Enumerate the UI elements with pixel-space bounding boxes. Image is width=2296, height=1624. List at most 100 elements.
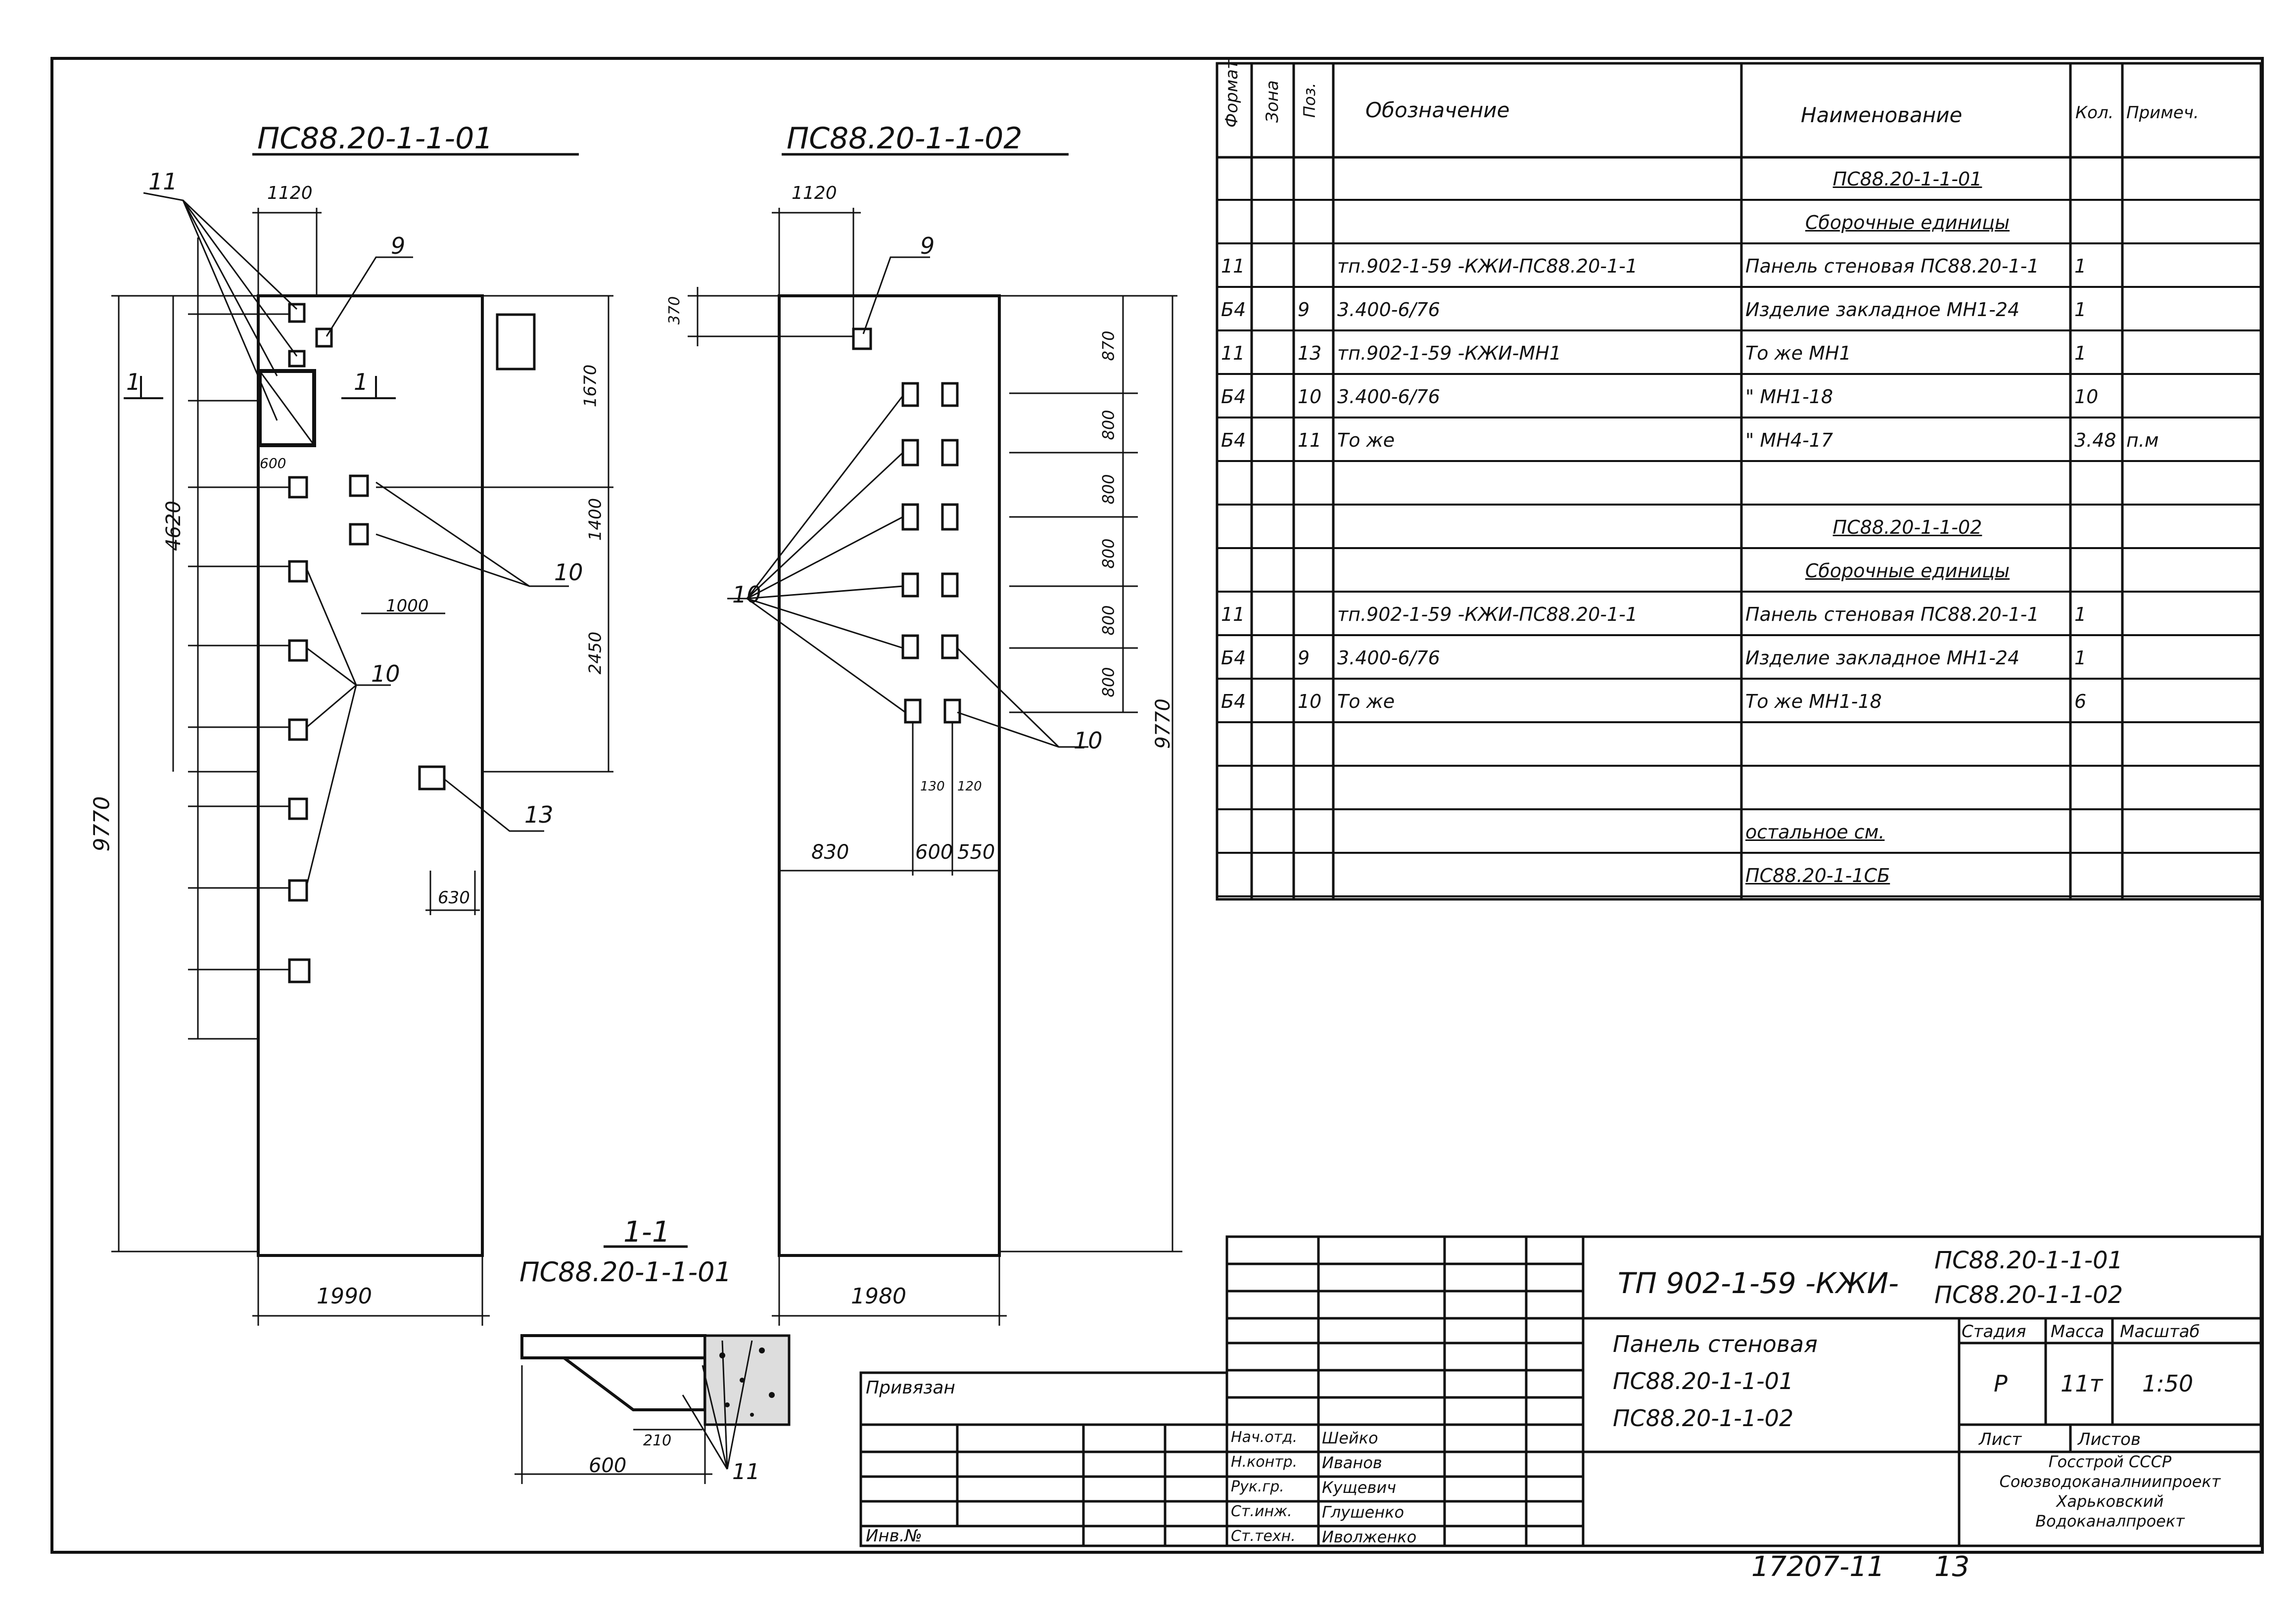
- view2-dim-120: 120: [957, 779, 982, 794]
- view2-dim-550: 550: [957, 841, 995, 864]
- title-block-doc-code-2: ПС88.20-1-1-02: [1934, 1281, 2123, 1309]
- signature-role: Ст.инж.: [1231, 1503, 1292, 1520]
- spec-row: Сборочные единицы: [1217, 201, 2261, 244]
- spec-header-name: Наименование: [1801, 103, 1963, 127]
- view-1: ПС88.20-1-1-01: [111, 121, 613, 1326]
- privyazan-label: Привязан: [866, 1378, 955, 1398]
- view2-callout-9: 9: [920, 232, 935, 259]
- signature-role: Нач.отд.: [1231, 1429, 1298, 1446]
- footer-page: 13: [1934, 1551, 1970, 1583]
- section-callout: 11: [732, 1459, 760, 1485]
- view2-dim-800c: 800: [1099, 538, 1118, 569]
- spec-cell-pos: 9: [1298, 647, 1310, 669]
- spec-cell-pos: 9: [1298, 299, 1310, 321]
- spec-cell-code: 3.400-6/76: [1337, 299, 1440, 321]
- spec-cell-name: То же МН1-18: [1745, 691, 1882, 712]
- spec-cell-fmt: Б4: [1221, 691, 1246, 712]
- view2-dim-800b: 800: [1099, 474, 1118, 505]
- signature-name: Иволженко: [1322, 1528, 1417, 1546]
- view1-callout-9: 9: [391, 232, 406, 259]
- view2-panel-outline: [778, 294, 1001, 1257]
- title-block-name-2: ПС88.20-1-1-01: [1613, 1368, 1794, 1394]
- spec-cell-fmt: 11: [1221, 255, 1245, 277]
- view1-niche: [258, 369, 316, 447]
- spec-cell-fmt: 11: [1221, 342, 1245, 364]
- sheet-frame: [50, 57, 2264, 1554]
- view2-dim-800d: 800: [1099, 605, 1118, 636]
- spec-cell-pos: 13: [1298, 342, 1322, 364]
- view2-dimension-lines: [688, 208, 1182, 1326]
- spec-cell-pos: 10: [1298, 386, 1322, 408]
- spec-cell-note: п.м: [2126, 429, 2159, 451]
- spec-row: [1217, 723, 2261, 767]
- view1-callout-13: 13: [524, 801, 554, 828]
- spec-cell-name: ПС88.20-1-1-01: [1832, 168, 1982, 190]
- view2-callout-10a: 10: [732, 581, 761, 608]
- spec-cell-code: То же: [1337, 429, 1395, 451]
- title-block-stage-label: Стадия: [1962, 1322, 2026, 1342]
- view1-callout-10b: 10: [371, 660, 400, 687]
- signature-role: Рук.гр.: [1231, 1478, 1284, 1495]
- title-block-name-3: ПС88.20-1-1-02: [1613, 1405, 1794, 1432]
- view1-dim-4620: 4620: [162, 501, 185, 551]
- spec-row: [1217, 767, 2261, 810]
- title-block-org-3: Харьковский: [2056, 1492, 2164, 1511]
- title-block-org: Госстрой СССР Союзводоканалниипроект Хар…: [1962, 1452, 2258, 1531]
- section-1-1: 1-1 ПС88.20-1-1-01 11: [515, 1215, 791, 1485]
- title-block-org-2: Союзводоканалниипроект: [1999, 1472, 2221, 1491]
- title-block-sheets-label: Листов: [2078, 1430, 2141, 1449]
- spec-cell-code: тп.902-1-59 -КЖИ-МН1: [1337, 342, 1561, 364]
- view1-dim-height: 9770: [89, 796, 115, 852]
- spec-cell-qty: 3.48: [2074, 429, 2116, 451]
- spec-cell-qty: 1: [2074, 342, 2087, 364]
- spec-row: [1217, 462, 2261, 506]
- spec-cell-qty: 1: [2074, 647, 2087, 669]
- spec-cell-qty: 1: [2074, 299, 2087, 321]
- view1-dim-width: 1990: [317, 1284, 372, 1309]
- spec-cell-name: Изделие закладное МН1-24: [1745, 299, 2020, 321]
- view2-embedded-items: [852, 327, 961, 724]
- signature-name: Шейко: [1322, 1429, 1378, 1447]
- view1-dim-1000: 1000: [386, 596, 429, 616]
- title-block-scale-label: Масштаб: [2120, 1322, 2200, 1342]
- spec-cell-name: " МН4-17: [1745, 429, 1833, 451]
- spec-cell-name: Панель стеновая ПС88.20-1-1: [1745, 603, 2039, 625]
- view1-section-mark-right: 1: [354, 369, 369, 395]
- spec-cell-qty: 10: [2074, 386, 2099, 408]
- view1-dim-2450: 2450: [585, 631, 606, 675]
- spec-cell-code: 3.400-6/76: [1337, 647, 1440, 669]
- spec-row: 11 тп.902-1-59 -КЖИ-ПС88.20-1-1 Панель сте…: [1217, 593, 2261, 636]
- signature-role: Ст.техн.: [1231, 1528, 1296, 1545]
- section-wall-hatch: [703, 1334, 791, 1426]
- spec-cell-qty: 1: [2074, 255, 2087, 277]
- title-block-mass-label: Масса: [2051, 1322, 2105, 1342]
- spec-header-format: Формат: [1222, 59, 1242, 128]
- footer-code: 17207-11: [1751, 1551, 1885, 1583]
- title-block-scale: 1:50: [2142, 1370, 2194, 1397]
- view1-title: ПС88.20-1-1-01: [257, 121, 493, 156]
- spec-cell-name: Сборочные единицы: [1805, 560, 2010, 582]
- title-block-name-1: Панель стеновая: [1613, 1331, 1818, 1357]
- view1-window-opening: [496, 313, 536, 371]
- view2-dim-870: 870: [1099, 330, 1118, 361]
- title-block-stage: Р: [1994, 1370, 2008, 1397]
- spec-cell-fmt: Б4: [1221, 386, 1246, 408]
- spec-cell-name: ПС88.20-1-1-02: [1832, 516, 1982, 538]
- spec-table-grid: [1216, 62, 2262, 901]
- view1-callout-10a: 10: [554, 559, 583, 586]
- title-block-org-4: Водоканалпроект: [2035, 1512, 2185, 1531]
- title-block-org-1: Госстрой СССР: [2048, 1452, 2172, 1471]
- view1-dimension-lines: [111, 208, 613, 1326]
- spec-cell-fmt: 11: [1221, 603, 1245, 625]
- signature-name: Глушенко: [1322, 1503, 1405, 1522]
- spec-header-zone: Зона: [1263, 80, 1282, 123]
- title-block-mass: 11т: [2061, 1370, 2103, 1397]
- spec-cell-code: тп.902-1-59 -КЖИ-ПС88.20-1-1: [1337, 603, 1638, 625]
- view2-dim-width: 1980: [851, 1284, 906, 1309]
